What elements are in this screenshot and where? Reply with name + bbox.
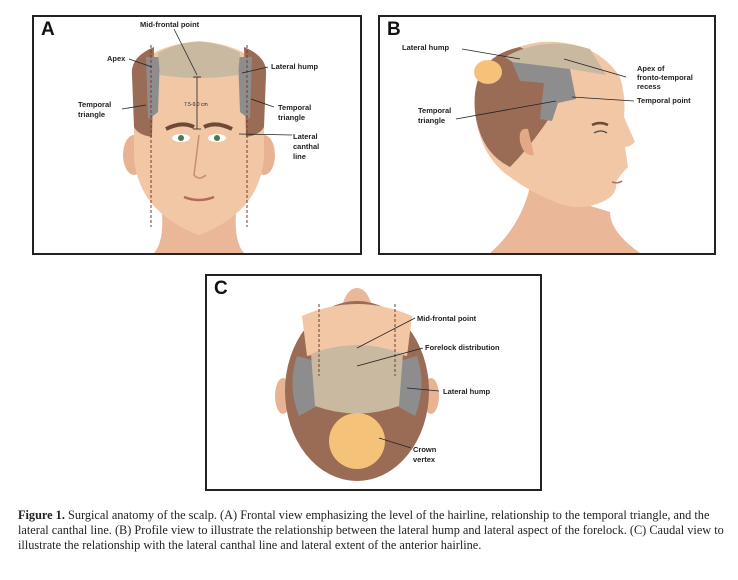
label-temporal-triangle-1: Temporal xyxy=(418,106,451,115)
label-forelock-distribution: Forelock distribution xyxy=(425,343,500,352)
caudal-view-illustration: Mid-frontal point Forelock distribution … xyxy=(275,288,500,481)
panel-c-letter: C xyxy=(214,278,228,299)
label-apex-1: Apex of xyxy=(637,64,665,73)
figure-caption: Figure 1. Surgical anatomy of the scalp.… xyxy=(18,508,724,553)
label-temporal-point: Temporal point xyxy=(637,96,691,105)
label-temporal-triangle-left-1: Temporal xyxy=(78,100,111,109)
label-lateral-hump: Lateral hump xyxy=(271,62,319,71)
panel-b-profile-view: B Lateral hump Apex of fronto-temporal r… xyxy=(378,15,716,255)
label-apex-3: recess xyxy=(637,82,661,91)
label-temporal-triangle-right-1: Temporal xyxy=(278,103,311,112)
label-lateral-canthal-3: line xyxy=(293,152,306,161)
label-lateral-canthal-1: Lateral xyxy=(293,132,318,141)
label-mid-frontal-point: Mid-frontal point xyxy=(140,20,200,29)
label-apex-2: fronto-temporal xyxy=(637,73,693,82)
profile-view-illustration: Lateral hump Apex of fronto-temporal rec… xyxy=(402,41,693,253)
label-lateral-canthal-2: canthal xyxy=(293,142,319,151)
panel-a-letter: A xyxy=(41,19,55,40)
figure-caption-text: Surgical anatomy of the scalp. (A) Front… xyxy=(18,508,724,552)
label-crown-1: Crown xyxy=(413,445,437,454)
label-temporal-triangle-left-2: triangle xyxy=(78,110,105,119)
panel-b-letter: B xyxy=(387,19,401,40)
label-temporal-triangle-right-2: triangle xyxy=(278,113,305,122)
label-measurement: 7.5-9.0 cm xyxy=(184,102,208,108)
frontal-view-illustration: Mid-frontal point Apex Lateral hump Temp… xyxy=(78,20,319,253)
label-crown-2: vertex xyxy=(413,455,436,464)
label-lateral-hump: Lateral hump xyxy=(443,387,491,396)
panel-a-frontal-view: A xyxy=(32,15,362,255)
label-temporal-triangle-2: triangle xyxy=(418,116,445,125)
label-lateral-hump: Lateral hump xyxy=(402,43,450,52)
label-apex: Apex xyxy=(107,54,126,63)
figure-label: Figure 1. xyxy=(18,508,65,522)
label-mid-frontal-point: Mid-frontal point xyxy=(417,314,477,323)
panel-c-caudal-view: C Mid-frontal point Forelock distributio… xyxy=(205,274,542,491)
